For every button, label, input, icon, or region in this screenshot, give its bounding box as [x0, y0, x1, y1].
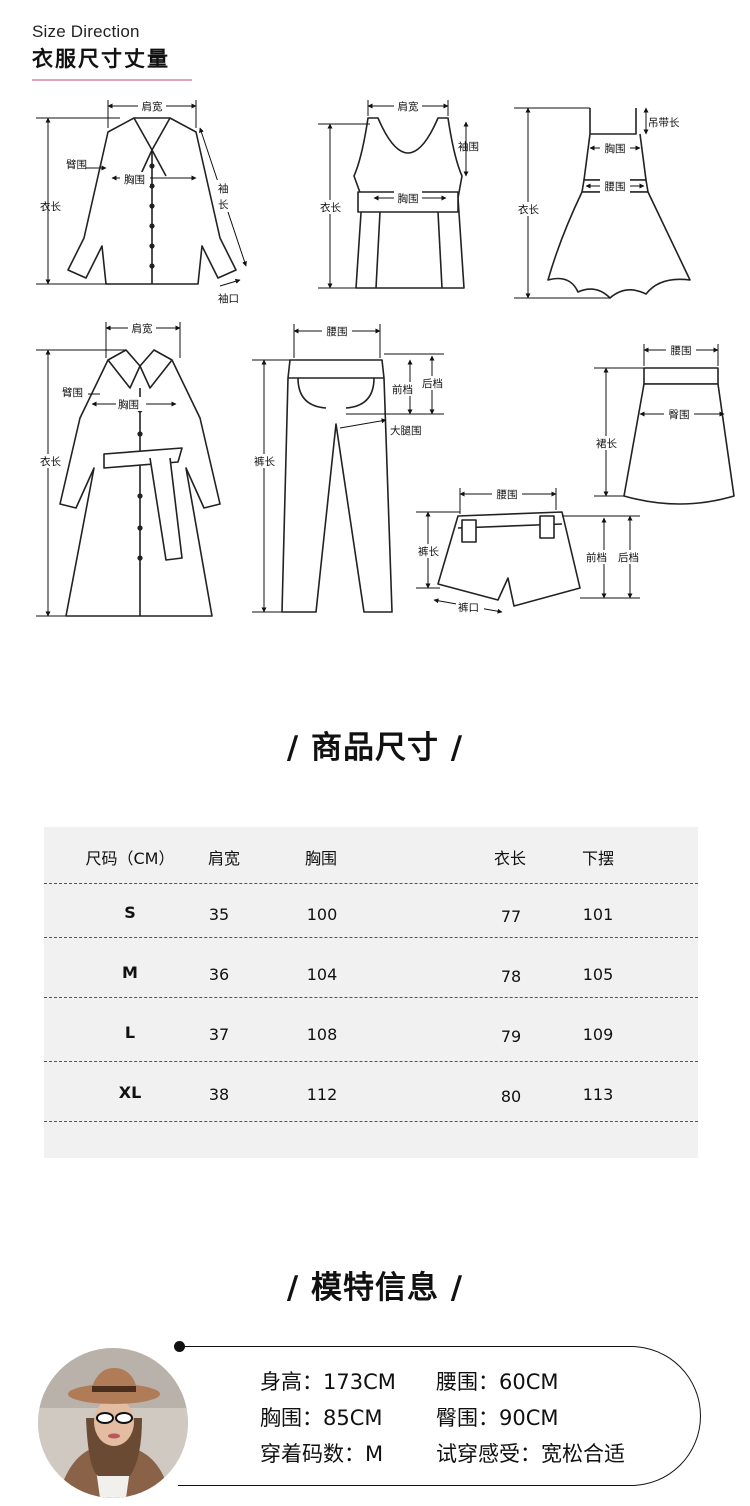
header-chest: 胸围	[304, 849, 338, 868]
skirt-illustration	[623, 367, 735, 505]
label-coat-arm: 臂围	[62, 386, 83, 399]
table-row-s-length: 77	[500, 907, 522, 926]
dress-illustration	[547, 108, 691, 299]
header-length: 衣长	[493, 849, 527, 868]
row-divider	[44, 997, 698, 999]
table-row-l-size: L	[124, 1023, 136, 1042]
label-pants-length: 裤长	[254, 455, 275, 468]
label-coat-shoulder: 肩宽	[132, 322, 153, 335]
table-row-m-shoulder: 36	[208, 965, 230, 984]
header-english: Size Direction	[32, 22, 140, 41]
product-size-title: / 商品尺寸 /	[286, 730, 464, 766]
label-tank-shoulder: 肩宽	[398, 100, 419, 113]
label-coat-chest: 胸围	[118, 398, 139, 411]
shirt-illustration	[67, 117, 237, 285]
table-row-m-length: 78	[500, 967, 522, 986]
model-hip: 臀围：90CM	[436, 1406, 559, 1430]
model-height: 身高：173CM	[260, 1370, 396, 1394]
row-divider	[44, 1061, 698, 1063]
label-tank-length: 衣长	[320, 201, 341, 214]
header-hem: 下摆	[581, 849, 615, 868]
table-row-m-hem: 105	[582, 965, 614, 984]
model-info-title: / 模特信息 /	[286, 1270, 464, 1306]
label-skirt-hip: 臀围	[669, 409, 690, 421]
label-shirt-arm: 臂围	[66, 158, 87, 171]
size-table: 尺码（CM） 肩宽 胸围 衣长 下摆 S 35 100 77 101 M 36 …	[44, 827, 698, 1158]
label-pants-thigh: 大腿围	[390, 424, 422, 437]
shorts-illustration	[437, 511, 581, 607]
row-divider	[44, 883, 698, 885]
label-pants-waist: 腰围	[327, 326, 348, 338]
table-row-xl-size: XL	[118, 1083, 142, 1102]
table-row-l-chest: 108	[306, 1025, 338, 1044]
header-chinese: 衣服尺寸丈量	[32, 47, 170, 71]
table-row-s-size: S	[124, 903, 136, 922]
label-shirt-sleeve-2: 长	[218, 199, 229, 211]
measurement-diagram: 肩宽 臂围 胸围 衣长 袖 长 袖口 肩宽 袖围 胸围 衣长 吊带长 胸围 腰围…	[36, 99, 735, 617]
label-dress-length: 衣长	[518, 203, 539, 216]
header-shoulder: 肩宽	[207, 849, 241, 868]
size-direction-header: Size Direction 衣服尺寸丈量	[32, 22, 192, 81]
label-dress-chest: 胸围	[605, 142, 626, 155]
table-row-s-hem: 101	[582, 905, 614, 924]
model-fit: 试穿感受：宽松合适	[436, 1442, 625, 1466]
label-skirt-length: 裙长	[596, 437, 617, 450]
label-shorts-hem: 裤口	[458, 601, 479, 614]
table-row-m-size: M	[122, 963, 138, 982]
header-underline	[32, 79, 192, 81]
header-size: 尺码（CM）	[85, 849, 175, 868]
model-waist: 腰围：60CM	[436, 1370, 559, 1394]
row-divider	[44, 1121, 698, 1123]
model-info-frame	[178, 1346, 701, 1486]
label-dress-waist: 腰围	[605, 181, 626, 193]
label-shorts-length: 裤长	[418, 545, 439, 558]
label-dress-strap: 吊带长	[648, 117, 680, 129]
label-shirt-cuff: 袖口	[218, 292, 239, 305]
label-skirt-waist: 腰围	[671, 345, 692, 357]
label-pants-front: 前档	[392, 383, 413, 396]
label-shorts-front: 前档	[586, 551, 607, 564]
label-shirt-sleeve-1: 袖	[218, 182, 229, 195]
bullet-dot	[174, 1341, 185, 1352]
table-row-xl-length: 80	[500, 1087, 522, 1106]
model-info-card: 身高：173CM 腰围：60CM 胸围：85CM 臀围：90CM 穿着码数：M …	[0, 1330, 750, 1506]
label-tank-armhole: 袖围	[458, 140, 479, 153]
table-row-l-shoulder: 37	[208, 1025, 230, 1044]
label-shirt-chest: 胸围	[124, 173, 145, 186]
coat-illustration	[59, 349, 221, 617]
table-row-s-shoulder: 35	[208, 905, 230, 924]
model-chest: 胸围：85CM	[260, 1406, 383, 1430]
row-divider	[44, 937, 698, 939]
model-avatar	[38, 1348, 188, 1498]
label-pants-back: 后档	[422, 377, 443, 390]
table-row-l-hem: 109	[582, 1025, 614, 1044]
label-shorts-waist: 腰围	[497, 489, 518, 501]
table-row-m-chest: 104	[306, 965, 338, 984]
table-row-xl-chest: 112	[306, 1085, 338, 1104]
label-shorts-back: 后档	[618, 551, 639, 564]
table-row-xl-shoulder: 38	[208, 1085, 230, 1104]
model-size-worn: 穿着码数：M	[260, 1442, 384, 1466]
label-shirt-shoulder: 肩宽	[142, 100, 163, 113]
table-row-l-length: 79	[500, 1027, 522, 1046]
label-tank-chest: 胸围	[398, 192, 419, 205]
table-row-xl-hem: 113	[582, 1085, 614, 1104]
pants-illustration	[281, 359, 393, 613]
table-row-s-chest: 100	[306, 905, 338, 924]
label-coat-length: 衣长	[40, 455, 61, 468]
label-shirt-length: 衣长	[40, 200, 61, 213]
